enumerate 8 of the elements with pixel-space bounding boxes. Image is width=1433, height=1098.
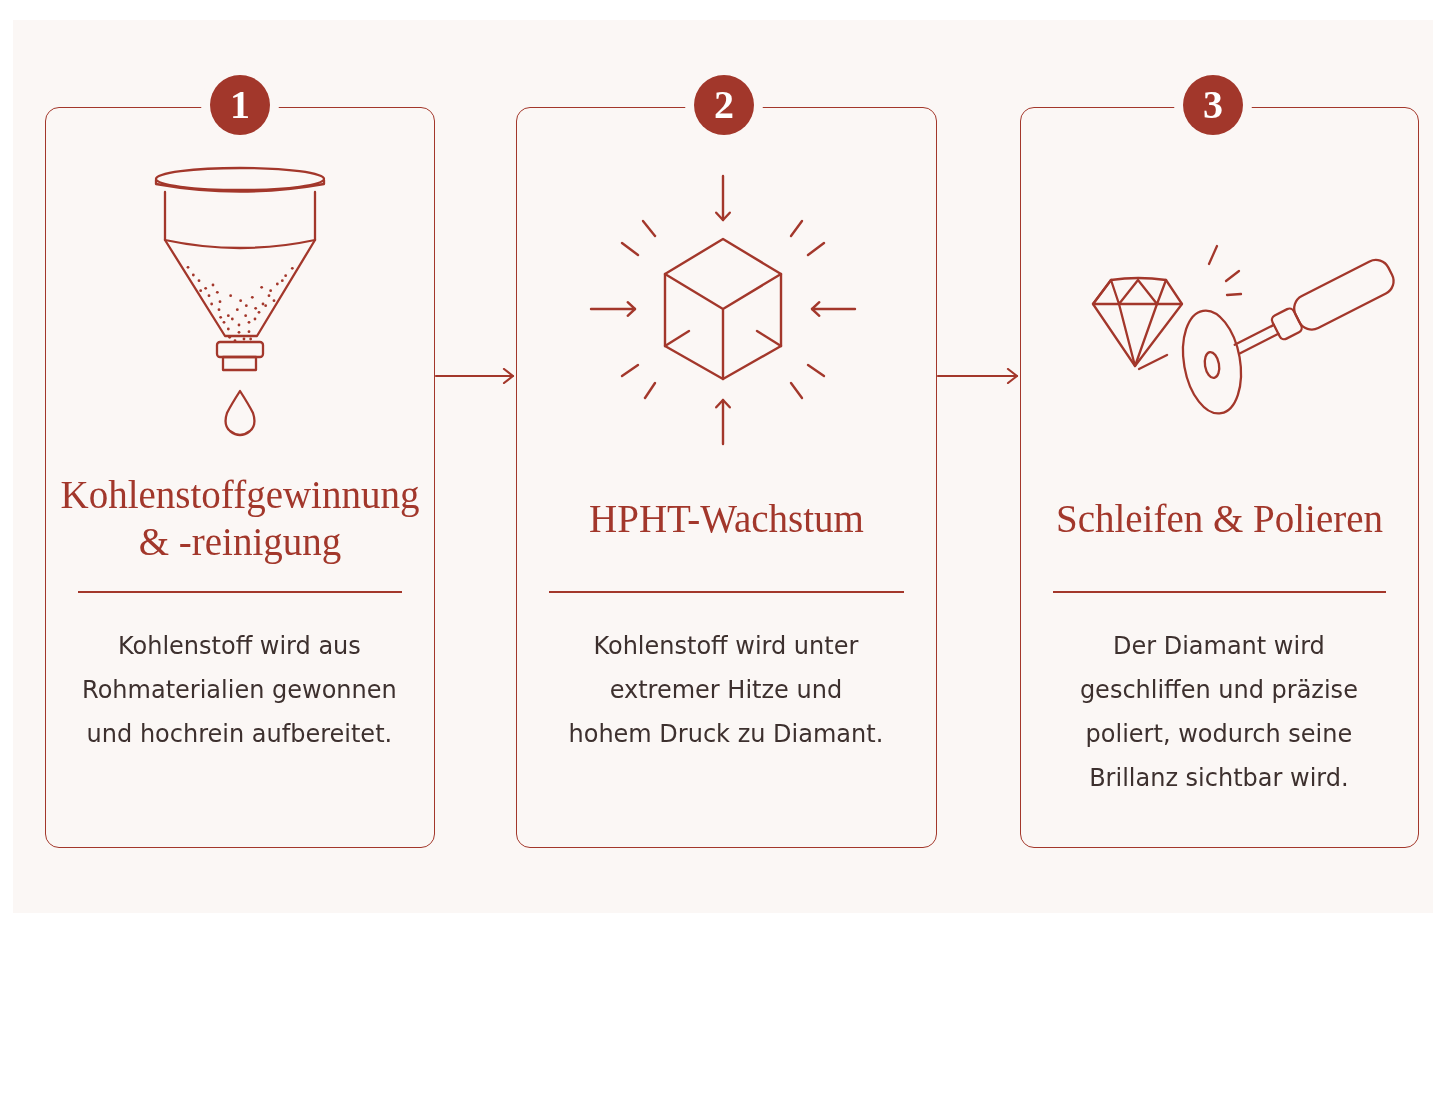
- step-description: Kohlenstoff wird aus Rohmaterialien gewonnen und hochrein aufbereitet.: [81, 631, 398, 750]
- step-heading: Kohlenstoffgewinnung & -reinigung: [59, 472, 421, 565]
- arrow: [434, 367, 515, 385]
- step-description: Der Diamant wird geschliffen und präzise poliert, wodurch seine Brillanz sichtbar wird.: [1078, 631, 1359, 794]
- arrow: [936, 367, 1019, 385]
- step-heading: Schleifen & Polieren: [1055, 495, 1384, 542]
- step-heading: HPHT-Wachstum: [589, 495, 864, 542]
- step-description: Kohlenstoff wird unter extremer Hitze und hohem Druck zu Diamant.: [567, 631, 885, 750]
